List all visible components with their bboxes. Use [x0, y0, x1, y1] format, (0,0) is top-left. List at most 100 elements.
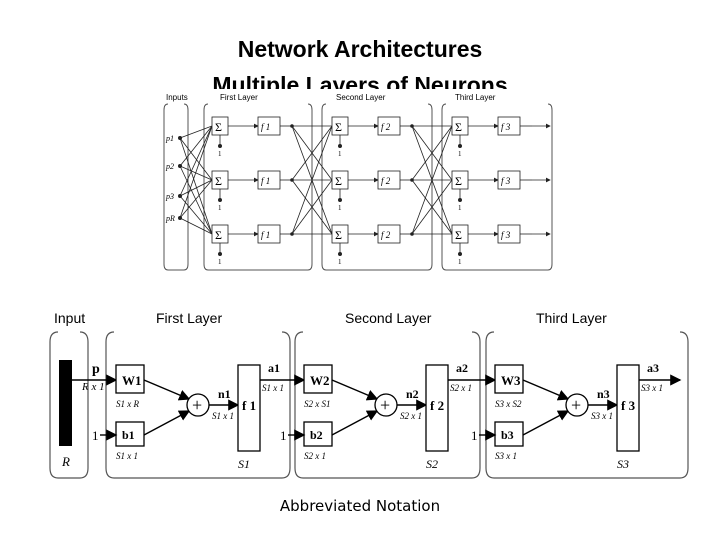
sum-plus: +: [192, 395, 202, 415]
bracket-1: [203, 103, 313, 271]
transfer-label: f 3: [501, 176, 511, 186]
bracket-0: [163, 103, 189, 271]
net-label: n2: [406, 387, 419, 401]
bias-dim: S2 x 1: [304, 451, 326, 461]
sum-plus: +: [571, 395, 581, 415]
bias-one: 1: [338, 150, 342, 158]
weight-line: [179, 125, 213, 139]
bias-label: b1: [122, 428, 135, 442]
sum-symbol: Σ: [335, 120, 342, 134]
bias-one: 1: [471, 428, 478, 443]
net-dim: S3 x 1: [591, 411, 613, 421]
bias-node: [457, 198, 462, 203]
weight-line: [179, 217, 213, 235]
bias-node: [337, 198, 342, 203]
sum-symbol: Σ: [215, 174, 222, 188]
bracket-1: [105, 331, 291, 479]
bias-to-sum: [143, 410, 191, 436]
sum-symbol: Σ: [455, 120, 462, 134]
transfer-label: f 3: [621, 398, 636, 413]
layer-size-label: S2: [426, 457, 438, 471]
input-p-label: p: [92, 362, 100, 377]
header-second-layer-abbr: Second Layer: [345, 310, 432, 326]
weight-line: [179, 179, 213, 197]
transfer-box-2: [425, 364, 449, 452]
weight-line: [291, 179, 333, 235]
header-third-layer: Third Layer: [455, 93, 496, 102]
bias-dim: S3 x 1: [495, 451, 517, 461]
bracket-2: [294, 331, 481, 479]
sum-symbol: Σ: [335, 174, 342, 188]
output-node: [410, 124, 414, 128]
weight-line: [179, 195, 213, 235]
net-label: n3: [597, 387, 610, 401]
weight-box-1: [115, 364, 145, 394]
transfer-label: f 2: [381, 230, 391, 240]
header-inputs: Inputs: [166, 93, 188, 102]
sum-symbol: Σ: [455, 228, 462, 242]
transfer-box-1: [237, 364, 261, 452]
bias-one: 1: [458, 258, 462, 266]
net-label: n1: [218, 387, 231, 401]
transfer-label: f 1: [261, 230, 270, 240]
output-dim: S2 x 1: [450, 383, 472, 393]
bias-one: 1: [280, 428, 287, 443]
bracket-2: [321, 103, 433, 271]
net-dim: S1 x 1: [212, 411, 234, 421]
weight-label: W1: [122, 373, 142, 388]
bias-node: [337, 251, 342, 256]
weight-dim: S2 x S1: [304, 399, 331, 409]
input-label: p2: [165, 162, 174, 171]
transfer-label: f 1: [261, 176, 270, 186]
sum-symbol: Σ: [455, 174, 462, 188]
input-label: pR: [165, 214, 175, 223]
input-size-label: R: [61, 454, 70, 469]
bias-node: [337, 144, 342, 149]
bias-one: 1: [338, 258, 342, 266]
weight-line: [179, 137, 213, 181]
output-dim: S1 x 1: [262, 383, 284, 393]
weight-dim: S3 x S2: [495, 399, 522, 409]
header-first-layer: First Layer: [220, 93, 258, 102]
weight-label: W2: [310, 373, 330, 388]
sum-symbol: Σ: [215, 120, 222, 134]
slide-title: Network Architectures: [237, 36, 483, 62]
weight-line: [179, 179, 213, 219]
bias-one: 1: [338, 204, 342, 212]
header-first-layer-abbr: First Layer: [156, 310, 222, 326]
bias-one: 1: [218, 204, 222, 212]
weight-line: [411, 125, 453, 181]
weight-line: [179, 165, 213, 235]
bias-to-sum: [331, 410, 379, 436]
bias-label: b3: [501, 428, 514, 442]
bias-one: 1: [458, 150, 462, 158]
transfer-label: f 1: [261, 122, 270, 132]
weight-to-sum: [522, 379, 570, 401]
sum-plus: +: [380, 395, 390, 415]
weight-line: [179, 125, 213, 219]
weight-line: [291, 125, 333, 181]
bias-label: b2: [310, 428, 323, 442]
bracket-3: [485, 331, 689, 479]
weight-to-sum: [331, 379, 379, 401]
detailed-network-diagram: Inputs First Layer Second Layer Third La…: [163, 93, 553, 271]
bias-node: [218, 144, 223, 149]
bracket-3: [441, 103, 553, 271]
weight-line: [179, 125, 213, 167]
weight-dim: S1 x R: [116, 399, 139, 409]
layer-size-label: S3: [617, 457, 629, 471]
bias-box-2: [303, 421, 333, 447]
bias-to-sum: [522, 410, 570, 436]
bias-one: 1: [92, 428, 99, 443]
input-dim-label: R x 1: [81, 381, 105, 393]
output-node: [290, 124, 294, 128]
transfer-label: f 3: [501, 122, 511, 132]
weight-line: [411, 125, 453, 235]
abbreviated-network-diagram: Input First Layer Second Layer Third Lay…: [49, 310, 689, 479]
weight-label: W3: [501, 373, 521, 388]
bias-one: 1: [458, 204, 462, 212]
bias-one: 1: [218, 150, 222, 158]
bias-one: 1: [218, 258, 222, 266]
weight-line: [291, 125, 333, 235]
output-node: [410, 232, 414, 236]
